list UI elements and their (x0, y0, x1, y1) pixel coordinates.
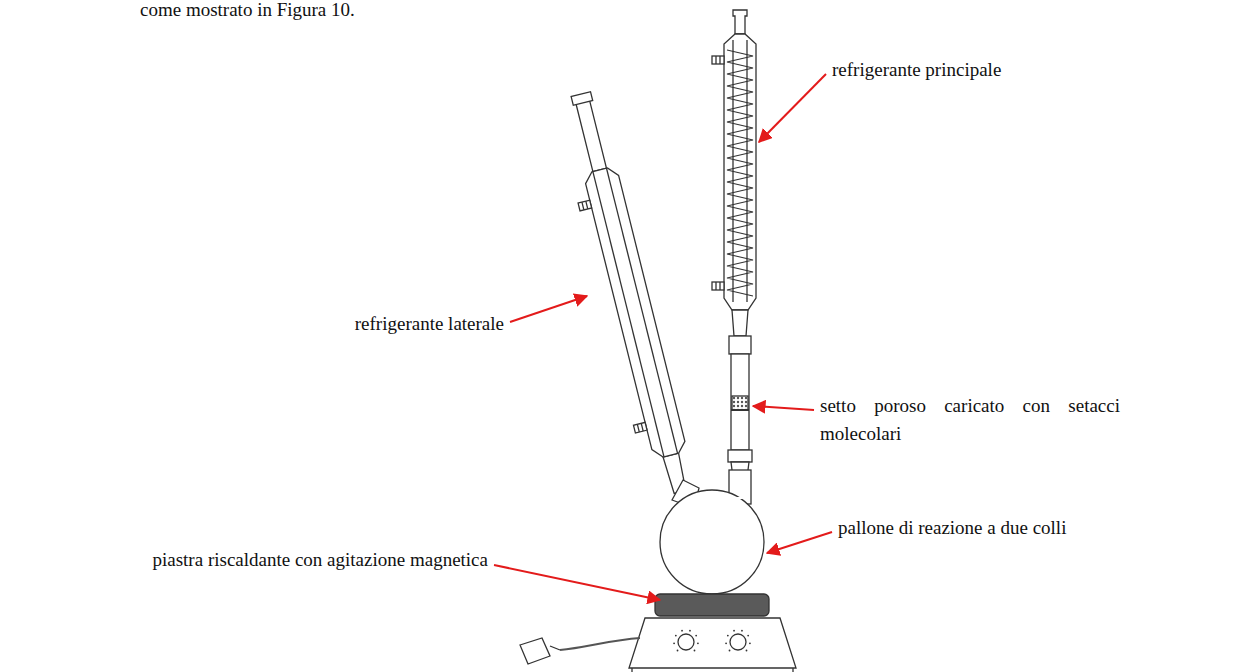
part-label: setto poroso caricato con setacci moleco… (820, 392, 1120, 447)
main-condenser (712, 10, 756, 310)
drying-adapter (728, 310, 752, 486)
two-neck-flask (660, 470, 764, 594)
intro-text: come mostrato in Figura 10. (140, 0, 355, 24)
part-label: refrigerante principale (832, 56, 1001, 84)
hot-plate-stirrer (520, 594, 796, 672)
side-condenser (553, 90, 697, 499)
leader-arrows (494, 74, 832, 600)
part-label: refrigerante laterale (355, 310, 504, 338)
part-label: piastra riscaldante con agitazione magne… (152, 546, 488, 574)
part-label: pallone di reazione a due colli (838, 514, 1066, 542)
